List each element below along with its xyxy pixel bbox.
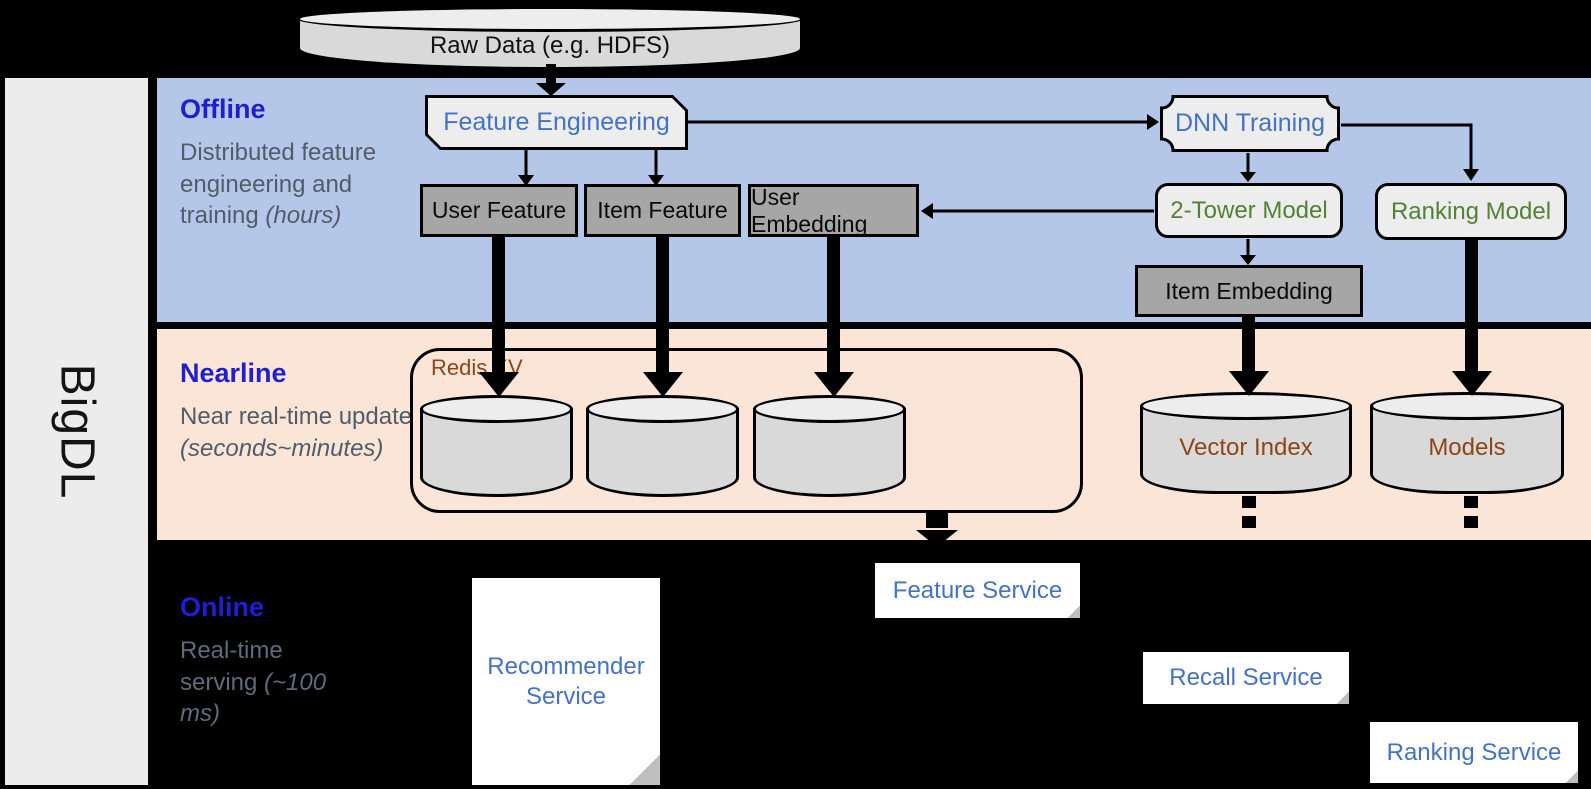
item-feature-label: Item Feature — [597, 197, 728, 223]
feature-service-label: Feature Service — [892, 576, 1063, 604]
two-tower-model-box: 2-Tower Model — [1155, 183, 1343, 238]
offline-title: Offline — [180, 94, 266, 124]
cylinder-top — [297, 6, 803, 32]
offline-section-label: Offline Distributed feature engineering … — [180, 94, 408, 232]
item-feature-box: Item Feature — [584, 184, 741, 237]
dnn-training-box: DNN Training — [1160, 95, 1340, 152]
nearline-title: Nearline — [180, 358, 287, 388]
recall-service-label: Recall Service — [1169, 664, 1323, 691]
ranking-model-box: Ranking Model — [1375, 183, 1567, 240]
offline-subtitle: Distributed feature engineering and trai… — [180, 139, 377, 230]
ranking-service-label: Ranking Service — [1386, 738, 1562, 766]
user-embedding-box: User Embedding — [748, 184, 919, 237]
user-embedding-label: User Embedding — [751, 183, 868, 237]
online-title: Online — [180, 592, 265, 622]
cylinder-body — [586, 408, 739, 497]
user-feature-label: User Feature — [431, 197, 567, 223]
item-embedding-label: Item Embedding — [1165, 277, 1333, 304]
document-shape — [875, 563, 1080, 618]
online-subtitle: Real-time serving (~100 ms) — [180, 637, 327, 728]
feature-service-doc: Feature Service — [875, 563, 1080, 618]
cylinder-top — [420, 395, 573, 423]
redis-kv-container: Redis KV — [410, 348, 1083, 513]
recall-service-doc: Recall Service — [1143, 652, 1349, 704]
two-tower-model-label: 2-Tower Model — [1170, 196, 1328, 224]
ranking-model-label: Ranking Model — [1390, 197, 1552, 225]
redis-shard-cylinder-3 — [753, 395, 906, 497]
vector-index-cylinder: Vector Index — [1140, 392, 1352, 494]
feature-engineering-box: Feature Engineering — [425, 95, 688, 150]
cylinder-top — [586, 395, 739, 423]
feature-engineering-label: Feature Engineering — [428, 98, 685, 147]
plaque-shape — [1160, 95, 1340, 152]
nearline-section-label: Nearline Near real-time update (seconds~… — [180, 358, 420, 464]
document-shape — [1143, 652, 1349, 704]
models-label: Models — [1428, 434, 1506, 461]
cylinder-body — [1370, 405, 1564, 494]
redis-kv-label: Redis KV — [431, 355, 523, 380]
cylinder-top — [1370, 392, 1564, 420]
cylinder-top — [1140, 392, 1352, 420]
document-shape — [1370, 722, 1578, 783]
redis-shard-cylinder-1 — [420, 395, 573, 497]
nearline-subtitle: Near real-time update (seconds~minutes) — [180, 403, 413, 462]
ranking-service-doc: Ranking Service — [1370, 722, 1578, 783]
recommender-service-label: Recommender Service — [487, 652, 645, 710]
raw-data-cylinder: Raw Data (e.g. HDFS) — [297, 6, 803, 70]
document-shape — [472, 578, 660, 785]
models-cylinder: Models — [1370, 392, 1564, 494]
dnn-training-label: DNN Training — [1174, 109, 1326, 137]
recommender-service-doc: Recommender Service — [472, 578, 660, 785]
user-feature-box: User Feature — [420, 184, 578, 237]
bigdl-sidebar: BigDL — [5, 78, 148, 785]
online-section-label: Online Real-time serving (~100 ms) — [180, 592, 365, 730]
bigdl-logo-text: BigDL — [49, 363, 103, 500]
raw-data-label: Raw Data (e.g. HDFS) — [429, 32, 671, 59]
item-embedding-box: Item Embedding — [1135, 265, 1363, 317]
redis-shard-cylinder-2 — [586, 395, 739, 497]
cylinder-top — [753, 395, 906, 423]
vector-index-label: Vector Index — [1179, 434, 1313, 461]
